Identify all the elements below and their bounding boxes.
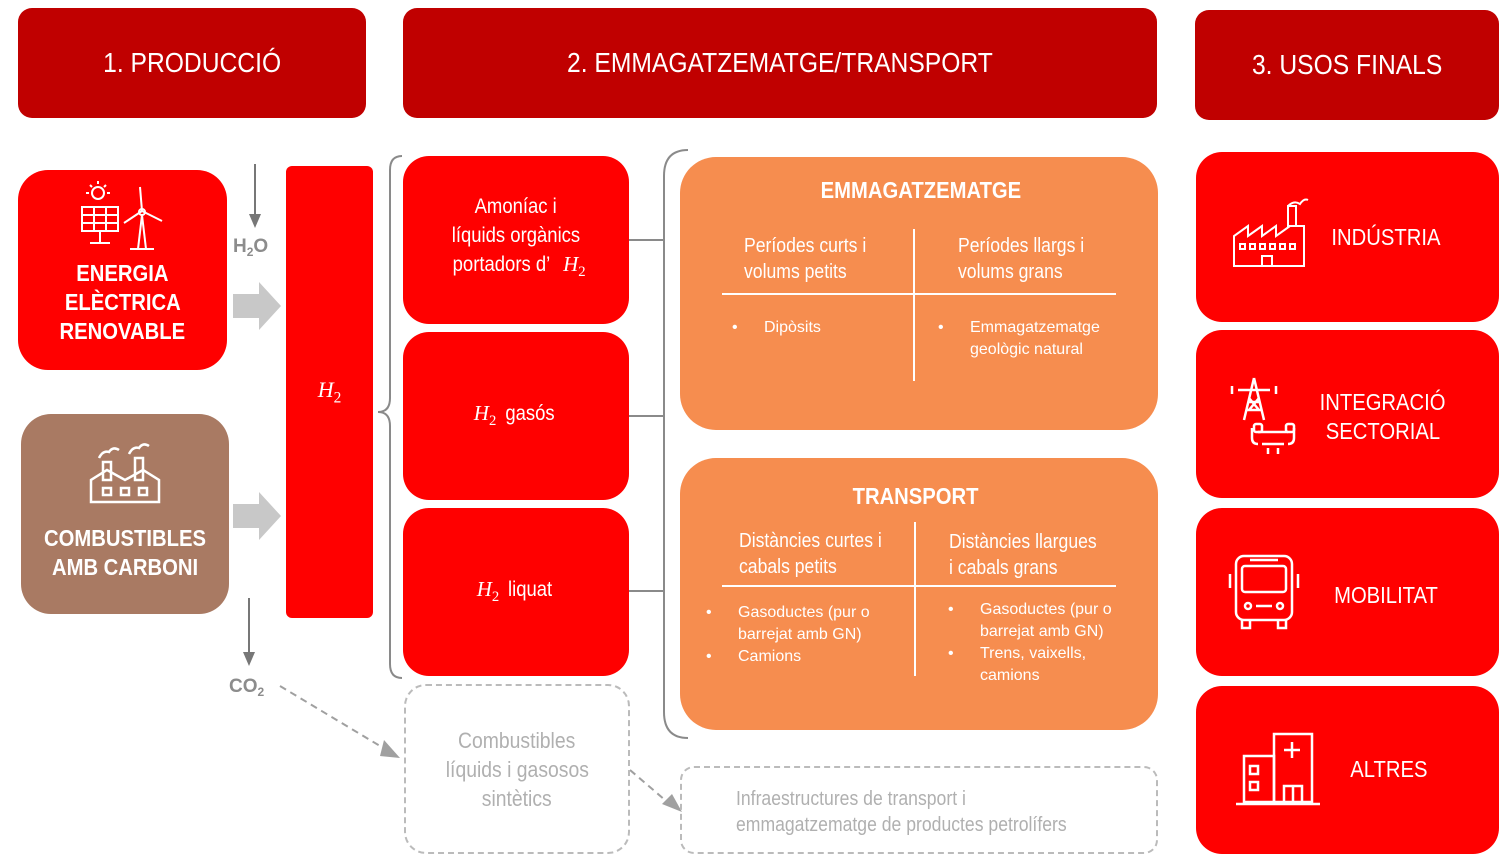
co2-label: CO2	[229, 676, 265, 699]
renewable-line2: ELÈCTRICA	[64, 288, 181, 315]
storage-transport-bracket	[663, 149, 689, 739]
ammonia-box: Amoníac i líquids orgànics portadors d’ …	[403, 156, 629, 324]
storage-title: EMMAGATZEMATGE	[820, 177, 1022, 203]
synthetic-fuels-box: Combustibles líquids i gasosos sintètics	[404, 684, 630, 854]
carbon-to-h2-arrow	[233, 492, 281, 540]
header-storage-transport: 2. EMMAGATZEMATGE/TRANSPORT	[403, 8, 1157, 118]
storage-short-heading: Períodes curts i volums petits	[744, 235, 867, 283]
header-end-uses: 3. USOS FINALS	[1195, 10, 1499, 120]
h2-bar: H2	[286, 166, 373, 618]
storage-long-heading: Períodes llargs i volums grans	[958, 235, 1085, 283]
bus-icon	[1228, 554, 1300, 630]
water-input-arrow	[249, 164, 261, 228]
liquid-h2-box: H2 liquat	[403, 508, 629, 676]
transport-vdivider	[914, 522, 916, 676]
transport-title: TRANSPORT	[853, 483, 979, 509]
transport-box: TRANSPORT Distàncies curtes i cabals pet…	[680, 458, 1158, 730]
others-label: ALTRES	[1350, 756, 1428, 782]
end-use-sector-integration: INTEGRACIÓ SECTORIAL	[1196, 330, 1499, 498]
renewable-line3: RENOVABLE	[59, 317, 186, 344]
water-label: H2O	[233, 236, 269, 259]
end-use-industry: INDÚSTRIA	[1196, 152, 1499, 322]
storage-hdivider	[722, 293, 1116, 295]
synthetic-to-infra-arrow	[629, 769, 673, 807]
storage-long-item: • Emmagatzematge geològic natural	[938, 319, 1100, 358]
solar-wind-icon	[80, 180, 162, 250]
storage-short-item: •Dipòsits	[732, 319, 821, 336]
factory-icon	[89, 443, 161, 504]
mobility-label: MOBILITAT	[1334, 582, 1438, 608]
gas-h2-box: H2 gasós	[403, 332, 629, 500]
carriers-brace	[377, 155, 403, 679]
storage-vdivider	[913, 229, 915, 381]
h2-symbol: H2	[563, 252, 586, 281]
end-use-others: ALTRES	[1196, 686, 1499, 854]
co2-to-synthetic-arrow	[279, 685, 391, 753]
petroleum-infra-box: Infraestructures de transport i emmagatz…	[680, 766, 1158, 854]
hospital-icon	[1236, 732, 1320, 806]
storage-box: EMMAGATZEMATGE Períodes curts i volums p…	[680, 157, 1158, 430]
renewable-to-h2-arrow	[233, 282, 281, 330]
power-tower-icon	[1230, 377, 1296, 454]
transport-short-heading: Distàncies curtes i cabals petits	[739, 530, 882, 578]
end-use-mobility: MOBILITAT	[1196, 508, 1499, 676]
carbon-line2: AMB CARBONI	[51, 554, 199, 580]
carbon-line1: COMBUSTIBLES	[44, 525, 206, 551]
sector-integration-label: INTEGRACIÓ SECTORIAL	[1320, 389, 1446, 444]
renewable-energy-box: ENERGIA ELÈCTRICA RENOVABLE	[18, 170, 227, 370]
carbon-fuels-box: COMBUSTIBLES AMB CARBONI	[21, 414, 229, 614]
renewable-line1: ENERGIA	[76, 259, 169, 286]
industry-label: INDÚSTRIA	[1331, 224, 1441, 250]
transport-long-heading: Distàncies llargues i cabals grans	[949, 531, 1097, 579]
co2-output-arrow	[243, 598, 255, 666]
industry-icon	[1233, 198, 1309, 267]
header-production: 1. PRODUCCIÓ	[18, 8, 366, 118]
transport-hdivider	[722, 585, 1116, 587]
